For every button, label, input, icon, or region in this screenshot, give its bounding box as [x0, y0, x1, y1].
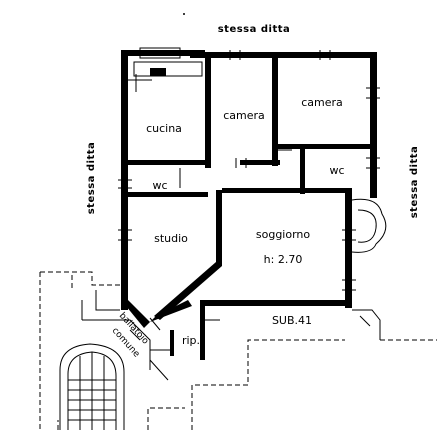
room-height-label: h: 2.70: [264, 253, 303, 266]
unit-label: SUB.41: [272, 314, 312, 327]
room-label-wc-2: wc: [329, 164, 344, 177]
room-label-soggiorno: soggiorno: [256, 228, 311, 241]
neighbor-right-label: stessa ditta: [409, 146, 420, 219]
room-label-wc-1: wc: [152, 179, 167, 192]
room-label-camera-2: camera: [301, 96, 343, 109]
room-label-camera-1: camera: [223, 109, 265, 122]
room-label-studio: studio: [154, 232, 188, 245]
neighbor-left-label: stessa ditta: [86, 142, 97, 215]
neighbor-top-label: stessa ditta: [218, 24, 291, 35]
dot-mark: [183, 13, 185, 15]
windows: [118, 47, 387, 340]
room-label-ripostiglio: rip.: [182, 334, 200, 347]
property-boundaries: [39, 271, 437, 430]
doors: [149, 130, 292, 331]
walls: [121, 50, 377, 360]
common-staircase: [59, 290, 172, 430]
room-label-cucina: cucina: [146, 122, 182, 135]
